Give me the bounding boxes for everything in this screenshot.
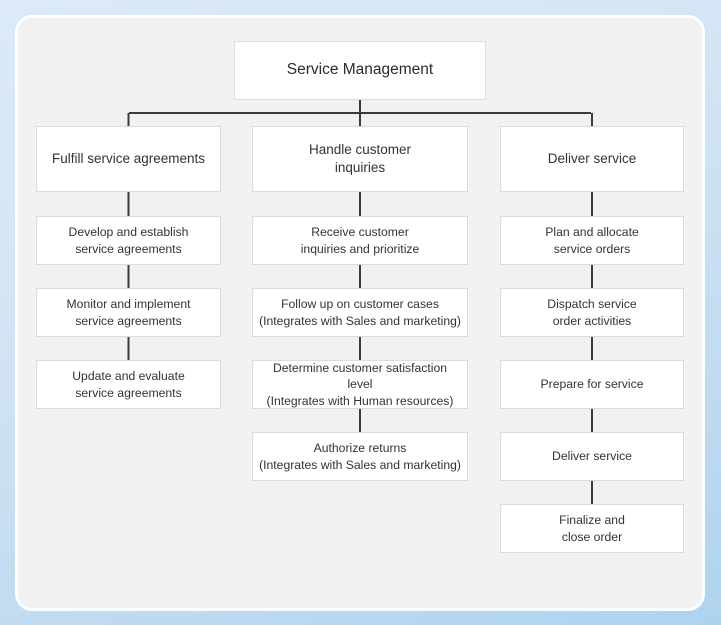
node-deliver-service-step-3[interactable]: Prepare for service (500, 360, 684, 409)
node-service-management-label: Service Management (286, 61, 434, 79)
node-fulfill-service-agreements-step-3[interactable]: Update and evaluate service agreements (36, 360, 221, 409)
node-deliver-service-step-2-label: Dispatch service order activities (547, 297, 637, 328)
node-deliver-service-step-4-label: Deliver service (552, 449, 632, 464)
node-deliver-service-step-1-label: Plan and allocate service orders (545, 225, 639, 256)
node-deliver-service-step-1[interactable]: Plan and allocate service orders (500, 216, 684, 265)
node-handle-customer-inquiries-step-4-label: Authorize returns (Integrates with Sales… (259, 441, 461, 472)
node-fulfill-service-agreements-label: Fulfill service agreements (51, 151, 206, 167)
node-handle-customer-inquiries-step-1-label: Receive customer inquiries and prioritiz… (300, 225, 420, 256)
node-handle-customer-inquiries-label: Handle customer inquiries (308, 142, 412, 175)
node-handle-customer-inquiries-step-2-label: Follow up on customer cases (Integrates … (259, 297, 461, 328)
node-fulfill-service-agreements[interactable]: Fulfill service agreements (36, 126, 221, 192)
node-fulfill-service-agreements-step-1[interactable]: Develop and establish service agreements (36, 216, 221, 265)
node-handle-customer-inquiries[interactable]: Handle customer inquiries (252, 126, 468, 192)
node-fulfill-service-agreements-step-3-label: Update and evaluate service agreements (72, 369, 185, 400)
node-handle-customer-inquiries-step-2[interactable]: Follow up on customer cases (Integrates … (252, 288, 468, 337)
node-deliver-service-step-4[interactable]: Deliver service (500, 432, 684, 481)
node-deliver-service-step-2[interactable]: Dispatch service order activities (500, 288, 684, 337)
node-fulfill-service-agreements-step-2-label: Monitor and implement service agreements (66, 297, 191, 328)
node-deliver-service-label: Deliver service (547, 151, 637, 167)
node-handle-customer-inquiries-step-3[interactable]: Determine customer satisfaction level (I… (252, 360, 468, 409)
node-deliver-service[interactable]: Deliver service (500, 126, 684, 192)
node-handle-customer-inquiries-step-3-label: Determine customer satisfaction level (I… (266, 361, 454, 408)
node-fulfill-service-agreements-step-1-label: Develop and establish service agreements (68, 225, 189, 256)
node-deliver-service-step-5-label: Finalize and close order (559, 513, 625, 544)
node-deliver-service-step-3-label: Prepare for service (540, 377, 644, 392)
node-handle-customer-inquiries-step-1[interactable]: Receive customer inquiries and prioritiz… (252, 216, 468, 265)
node-service-management[interactable]: Service Management (234, 41, 486, 100)
node-deliver-service-step-5[interactable]: Finalize and close order (500, 504, 684, 553)
node-handle-customer-inquiries-step-4[interactable]: Authorize returns (Integrates with Sales… (252, 432, 468, 481)
node-fulfill-service-agreements-step-2[interactable]: Monitor and implement service agreements (36, 288, 221, 337)
